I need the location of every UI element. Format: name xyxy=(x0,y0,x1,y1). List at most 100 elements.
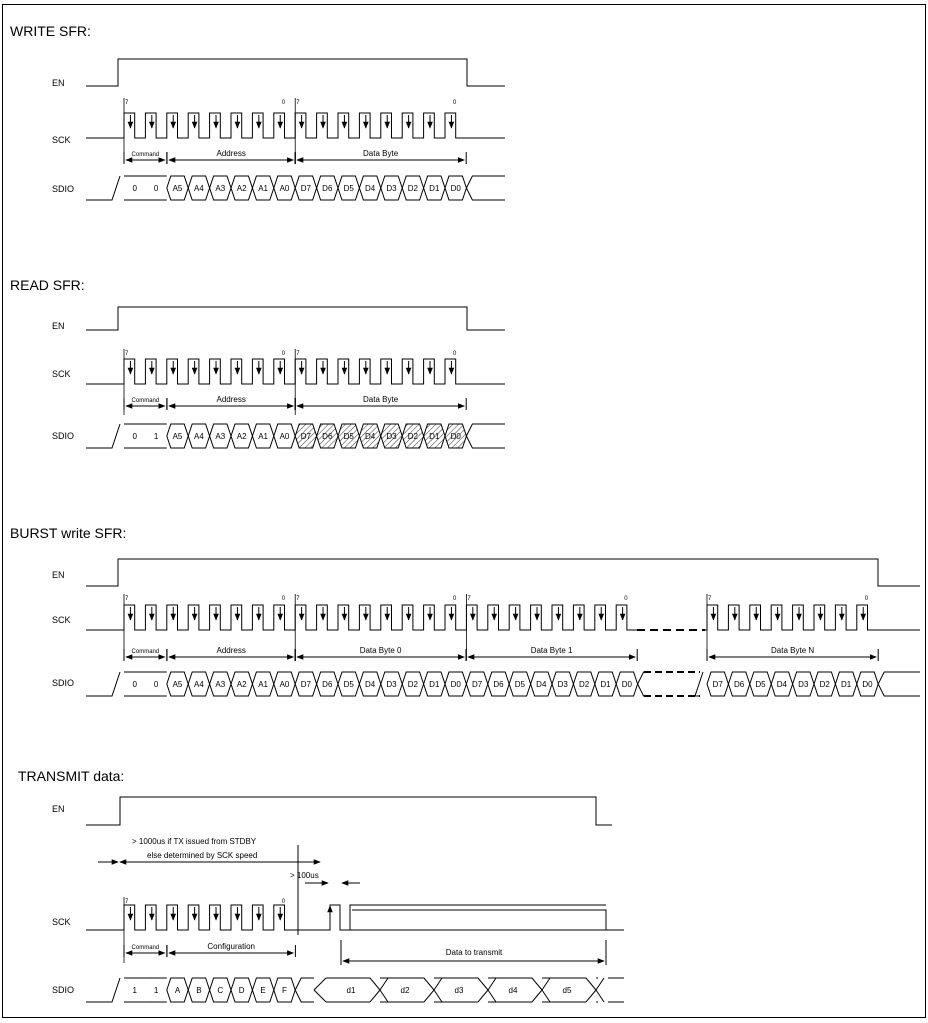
sdio-bit-value: D6 xyxy=(734,680,745,689)
bit-lsb-label: 0 xyxy=(453,351,457,357)
bit-msb-label: 7 xyxy=(296,100,300,106)
read-en-label: EN xyxy=(52,321,65,331)
sdio-bit-value: A0 xyxy=(280,184,290,193)
sdio-bit-value: C xyxy=(217,986,223,995)
sdio-exit xyxy=(637,671,645,697)
sck-waveform xyxy=(86,904,320,931)
sdio-bit-value: A4 xyxy=(194,184,204,193)
sck-waveform xyxy=(86,604,638,631)
tx-data-cell xyxy=(326,977,389,1003)
sdio-bit-value: D4 xyxy=(365,184,376,193)
bit-msb-label: 7 xyxy=(125,351,129,357)
sdio-bit-value: 0 xyxy=(132,184,137,193)
burst-sdio-label: SDIO xyxy=(52,678,74,688)
tx-data-cell xyxy=(542,977,605,1003)
sdio-bit-value: F xyxy=(282,986,287,995)
burst-sck-label: SCK xyxy=(52,615,71,625)
bit-lsb-label: 0 xyxy=(282,596,286,602)
transmit-title: TRANSMIT data: xyxy=(18,768,124,784)
sdio-bit-value: D5 xyxy=(344,184,355,193)
sdio-bit-value: E xyxy=(260,986,265,995)
field-label: Data Byte 0 xyxy=(360,646,402,655)
write-sdio-label: SDIO xyxy=(52,184,74,194)
sdio-bit-value: D3 xyxy=(386,184,397,193)
sdio-bit-value: D5 xyxy=(344,680,355,689)
tx-sck-label: SCK xyxy=(52,917,71,927)
sdio-bit-cell xyxy=(145,977,167,1003)
sdio-bit-value: A2 xyxy=(237,184,247,193)
tx-data-value: d3 xyxy=(455,986,464,995)
sdio-bit-value: A5 xyxy=(173,432,183,441)
tx-data-value: d4 xyxy=(509,986,518,995)
sdio-exit xyxy=(465,175,505,201)
sdio-bit-value: 1 xyxy=(154,432,159,441)
field-label: Command xyxy=(132,945,160,951)
sdio-bit-value: 0 xyxy=(154,184,159,193)
sdio-bit-value: D3 xyxy=(798,680,809,689)
sdio-bit-value: D5 xyxy=(515,680,526,689)
sdio-bit-cell xyxy=(124,423,146,449)
sdio-bit-value: D1 xyxy=(429,184,440,193)
sdio-bit-value: D5 xyxy=(344,432,355,441)
sdio-bit-value: D3 xyxy=(386,680,397,689)
field-label: Command xyxy=(132,152,160,158)
sdio-bit-value: A0 xyxy=(280,680,290,689)
sdio-bit-value: A3 xyxy=(215,184,225,193)
bit-msb-label: 7 xyxy=(125,100,129,106)
tx-sdio-data: d1 d2 d3 d4 d5 xyxy=(313,977,624,1003)
tx-en-label: EN xyxy=(52,804,65,814)
sdio-bit-value: 1 xyxy=(154,986,159,995)
sdio-bit-value: D0 xyxy=(451,184,462,193)
sdio-entry xyxy=(694,671,704,697)
sdio-bit-value: D0 xyxy=(622,680,633,689)
sdio-bit-value: D2 xyxy=(408,680,419,689)
field-label: Address xyxy=(217,646,246,655)
bit-msb-label: 7 xyxy=(125,596,129,602)
tx-data-value: d5 xyxy=(563,986,572,995)
sdio-bit-value: 0 xyxy=(154,680,159,689)
bit-lsb-label: 0 xyxy=(282,100,286,106)
sdio-bit-value: D2 xyxy=(820,680,831,689)
sdio-bit-value: D xyxy=(239,986,245,995)
sdio-bit-value: D7 xyxy=(301,184,312,193)
sdio-bit-cell xyxy=(124,175,146,201)
sdio-bit-value: D1 xyxy=(841,680,852,689)
tx-sdio-label: SDIO xyxy=(52,985,74,995)
bit-lsb-label: 0 xyxy=(624,596,628,602)
tx-data-marker: Data to transmit xyxy=(340,940,607,965)
field-label: Command xyxy=(132,398,160,404)
sdio-bit-value: D3 xyxy=(558,680,569,689)
sdio-bit-value: 0 xyxy=(132,432,137,441)
tx-note-line1: > 1000us if TX issued from STDBY xyxy=(132,837,257,846)
field-label: Command xyxy=(132,649,160,655)
sdio-bit-value: D0 xyxy=(451,432,462,441)
read-sdio-label: SDIO xyxy=(52,431,74,441)
sdio-bit-value: D2 xyxy=(579,680,590,689)
sdio-bit-value: D3 xyxy=(386,432,397,441)
tx-data-value: d1 xyxy=(347,986,356,995)
read-sck-label: SCK xyxy=(52,369,71,379)
sdio-bit-value: A3 xyxy=(215,680,225,689)
tx-sck-data-wave xyxy=(320,904,624,931)
bit-lsb-label: 0 xyxy=(453,596,457,602)
sdio-bit-value: D1 xyxy=(429,680,440,689)
read-sfr-title: READ SFR: xyxy=(10,277,85,293)
write-en-label: EN xyxy=(52,78,65,88)
tx-data-value: d2 xyxy=(401,986,410,995)
write-sfr-title: WRITE SFR: xyxy=(10,23,91,39)
sdio-entry xyxy=(86,977,121,1003)
sdio-bit-value: D7 xyxy=(301,432,312,441)
tx-data-cell xyxy=(380,977,443,1003)
sdio-bit-value: D1 xyxy=(429,432,440,441)
sdio-entry xyxy=(86,175,121,201)
write-en-wave xyxy=(86,58,505,87)
sdio-bit-cell xyxy=(145,671,167,697)
